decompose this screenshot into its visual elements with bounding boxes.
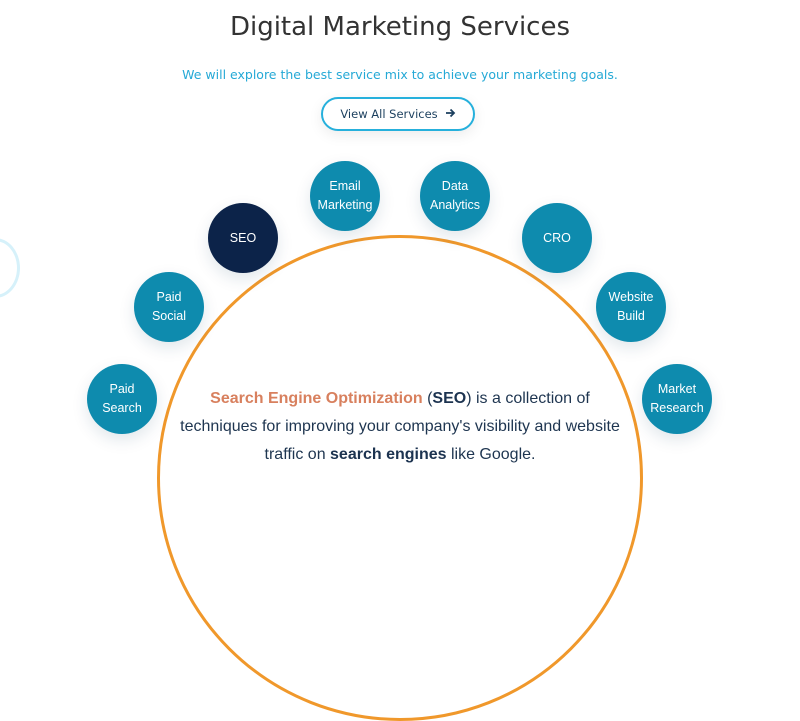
service-label: Paid Search — [102, 382, 142, 415]
service-label: Email Marketing — [317, 179, 373, 212]
description-bold: search engines — [330, 446, 447, 463]
service-label: Market Research — [650, 382, 704, 415]
description-abbr: SEO — [432, 390, 467, 407]
page-subtitle: We will explore the best service mix to … — [182, 67, 618, 82]
decorative-shape — [0, 238, 20, 298]
service-description: Search Engine Optimization (SEO) is a co… — [180, 385, 620, 469]
service-label: Website Build — [608, 290, 654, 323]
description-text: ( — [422, 390, 433, 407]
button-label: View All Services — [340, 107, 438, 121]
service-data-analytics[interactable]: Data Analytics — [420, 161, 490, 231]
service-paid-social[interactable]: Paid Social — [134, 272, 204, 342]
view-all-services-button[interactable]: View All Services — [321, 97, 475, 131]
service-label: SEO — [229, 230, 257, 245]
service-label: CRO — [543, 230, 571, 245]
orange-arc — [157, 235, 643, 721]
service-label: Data Analytics — [429, 179, 481, 212]
service-label: Paid Social — [151, 290, 187, 323]
description-text: ) is a collection of techniques for impr… — [180, 390, 620, 463]
arrow-right-icon — [445, 107, 456, 121]
service-paid-search[interactable]: Paid Search — [87, 364, 157, 434]
description-text: like Google. — [446, 446, 536, 463]
service-cro[interactable]: CRO — [522, 203, 592, 273]
service-seo[interactable]: SEO — [208, 203, 278, 273]
service-market-research[interactable]: Market Research — [642, 364, 712, 434]
service-website-build[interactable]: Website Build — [596, 272, 666, 342]
page-title: Digital Marketing Services — [229, 12, 571, 42]
service-email-marketing[interactable]: Email Marketing — [310, 161, 380, 231]
description-highlight: Search Engine Optimization — [210, 390, 423, 407]
